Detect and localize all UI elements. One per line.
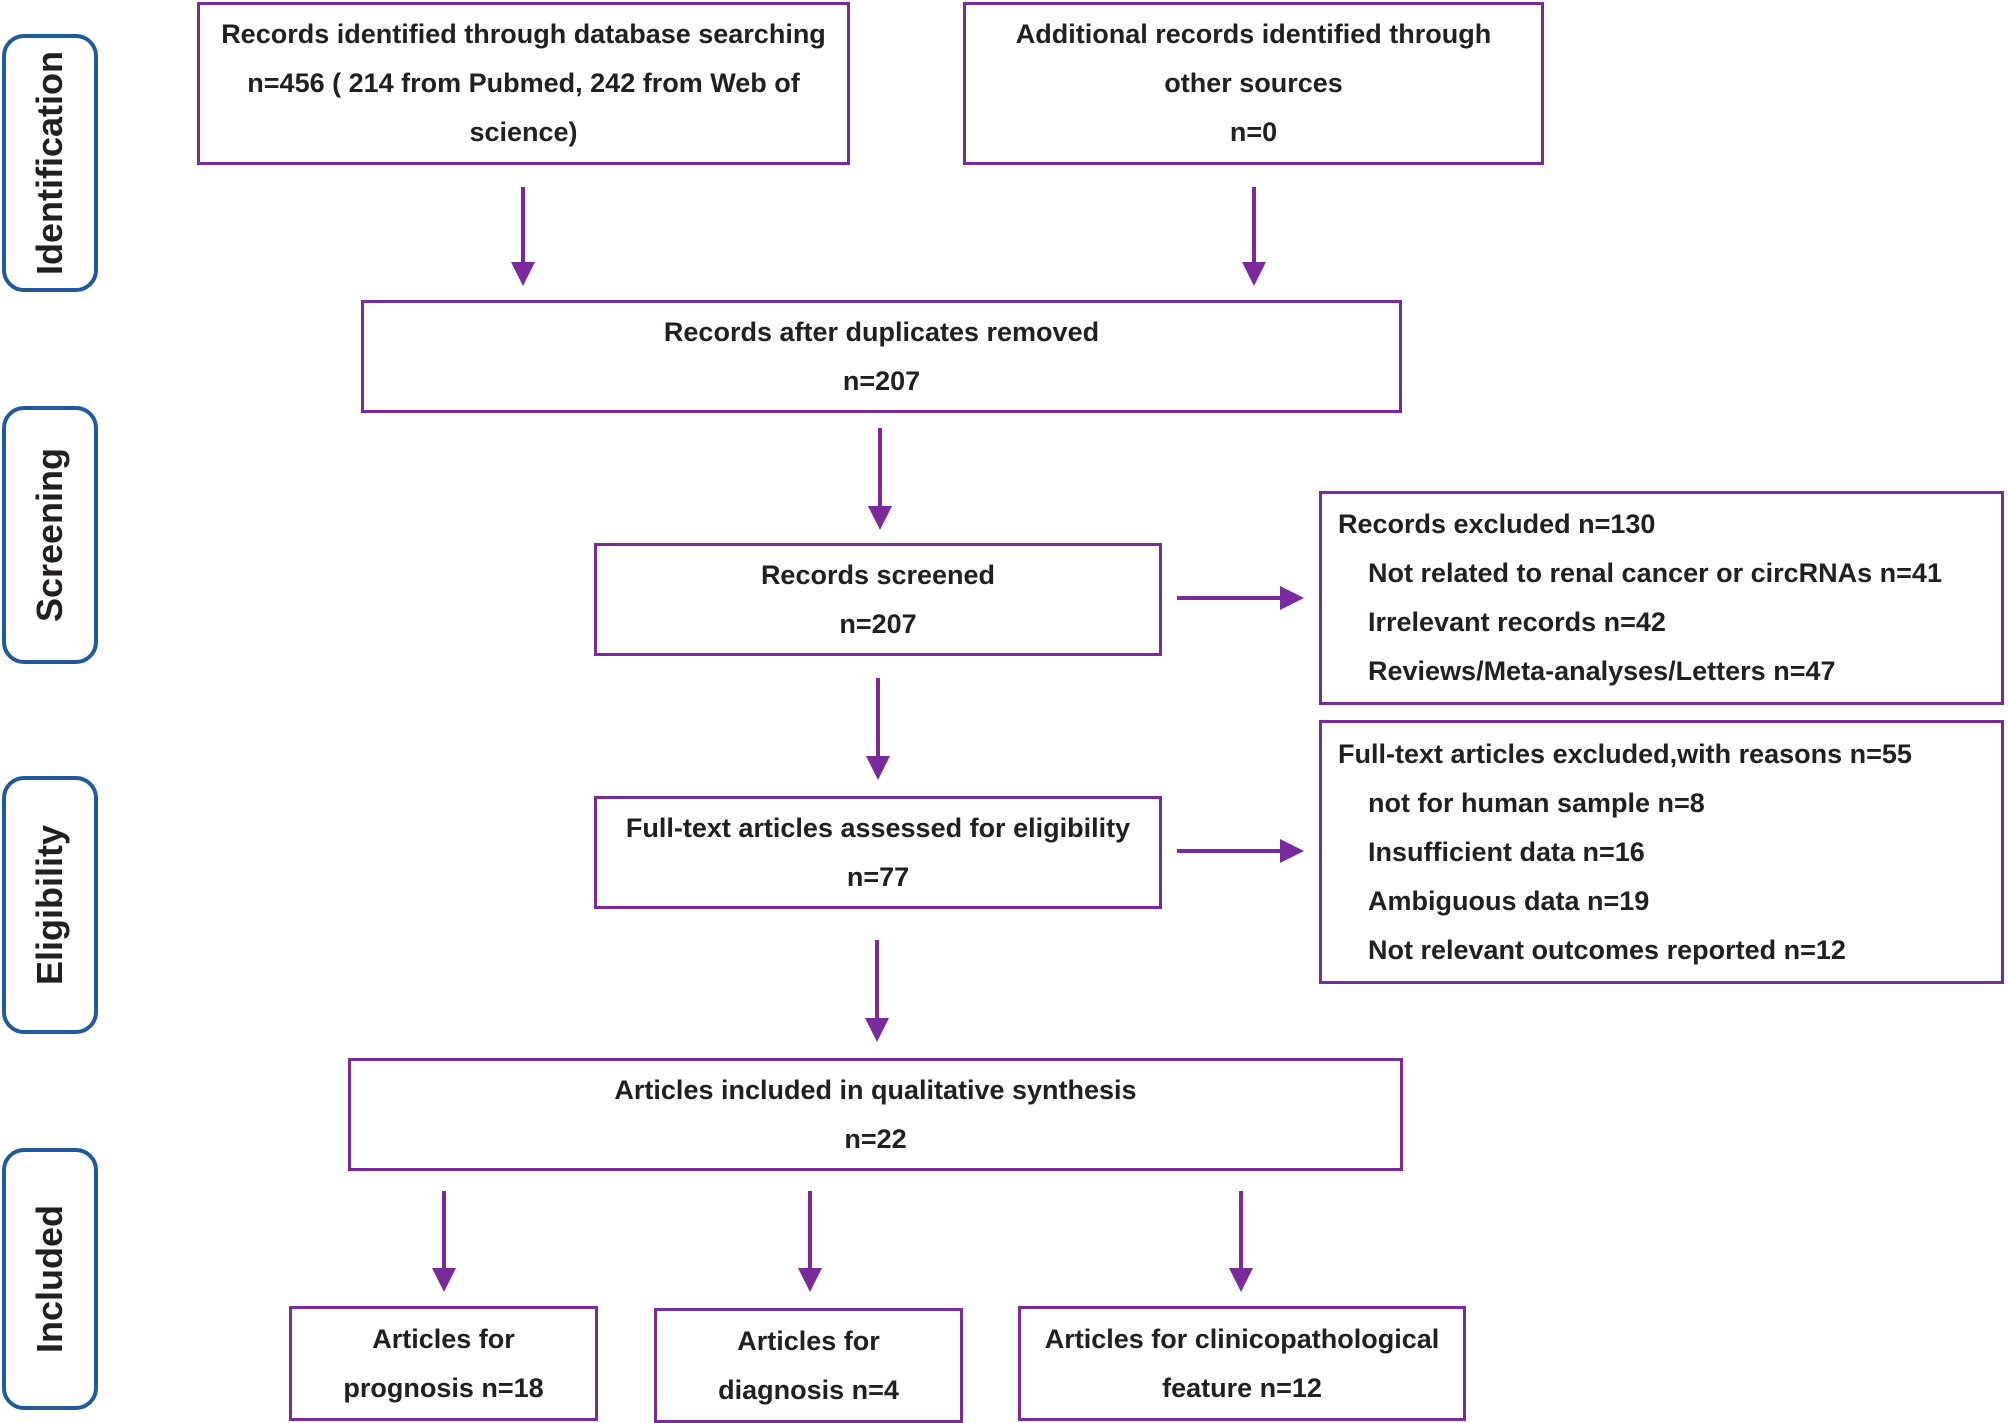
qualitative-synthesis-box: Articles included in qualitative synthes… <box>348 1058 1403 1171</box>
db-search-line3: science) <box>469 117 578 147</box>
stage-screening: Screening <box>2 406 98 664</box>
records-screened-line2: n=207 <box>839 608 917 639</box>
clinicopathological-line1: Articles for clinicopathological <box>1044 1323 1440 1354</box>
full-text-assessed-line1: Full-text articles assessed for eligibil… <box>625 812 1131 843</box>
prognosis-line2: prognosis n=18 <box>343 1372 544 1403</box>
records-excluded-box: Records excluded n=130 Not related to re… <box>1319 491 2004 705</box>
other-sources-box: Additional records identified through ot… <box>963 2 1544 165</box>
stage-identification: Identification <box>2 34 98 292</box>
records-excluded-item: Irrelevant records n=42 <box>1368 607 1666 637</box>
duplicates-removed-line1: Records after duplicates removed <box>663 316 1100 347</box>
clinicopathological-box: Articles for clinicopathological feature… <box>1018 1306 1466 1421</box>
full-text-excluded-item: Not relevant outcomes reported n=12 <box>1368 934 1846 965</box>
db-search-line1: Records identified through database sear… <box>221 19 826 49</box>
prognosis-line1: Articles for <box>372 1323 515 1354</box>
full-text-excluded-item: not for human sample n=8 <box>1368 787 1705 818</box>
db-search-line2: n=456 ( 214 from Pubmed, 242 from Web of <box>247 68 800 98</box>
full-text-excluded-item: Ambiguous data n=19 <box>1368 885 1650 916</box>
db-search-box: Records identified through database sear… <box>197 2 850 165</box>
duplicates-removed-box: Records after duplicates removed n=207 <box>361 300 1402 413</box>
diagnosis-box: Articles for diagnosis n=4 <box>654 1308 963 1423</box>
qualitative-synthesis-line2: n=22 <box>844 1123 907 1154</box>
diagnosis-line2: diagnosis n=4 <box>718 1374 899 1405</box>
duplicates-removed-line2: n=207 <box>842 365 921 396</box>
other-sources-line2: other sources <box>1164 68 1343 98</box>
records-excluded-title: Records excluded n=130 <box>1338 509 1656 539</box>
other-sources-line3: n=0 <box>1229 117 1278 147</box>
stage-eligibility: Eligibility <box>2 776 98 1034</box>
stage-included: Included <box>2 1148 98 1410</box>
clinicopathological-line2: feature n=12 <box>1162 1372 1322 1403</box>
records-screened-box: Records screened n=207 <box>594 543 1162 656</box>
records-excluded-item: Not related to renal cancer or circRNAs … <box>1368 558 1942 588</box>
prognosis-box: Articles for prognosis n=18 <box>289 1306 598 1421</box>
full-text-excluded-title: Full-text articles excluded,with reasons… <box>1338 738 1912 769</box>
other-sources-line1: Additional records identified through <box>1015 19 1492 49</box>
full-text-excluded-box: Full-text articles excluded,with reasons… <box>1319 720 2004 984</box>
full-text-assessed-box: Full-text articles assessed for eligibil… <box>594 796 1162 909</box>
full-text-excluded-item: Insufficient data n=16 <box>1368 836 1645 867</box>
records-excluded-item: Reviews/Meta-analyses/Letters n=47 <box>1368 656 1836 686</box>
full-text-assessed-line2: n=77 <box>846 861 910 892</box>
diagnosis-line1: Articles for <box>737 1325 880 1356</box>
qualitative-synthesis-line1: Articles included in qualitative synthes… <box>614 1074 1137 1105</box>
records-screened-line1: Records screened <box>760 559 996 590</box>
